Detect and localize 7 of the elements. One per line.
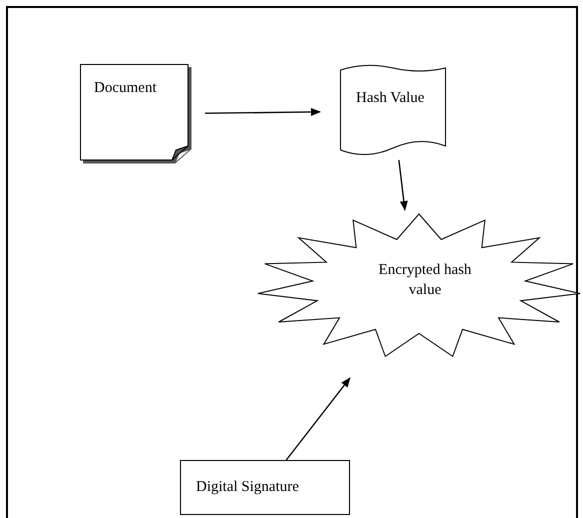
- node-label: Encrypted hash value: [378, 261, 472, 300]
- node-label: Document: [94, 79, 156, 98]
- node-label: Digital Signature: [196, 478, 299, 497]
- arrow: [286, 377, 350, 460]
- node-label: Hash Value: [356, 89, 424, 108]
- arrow: [205, 108, 321, 116]
- arrow: [398, 160, 408, 211]
